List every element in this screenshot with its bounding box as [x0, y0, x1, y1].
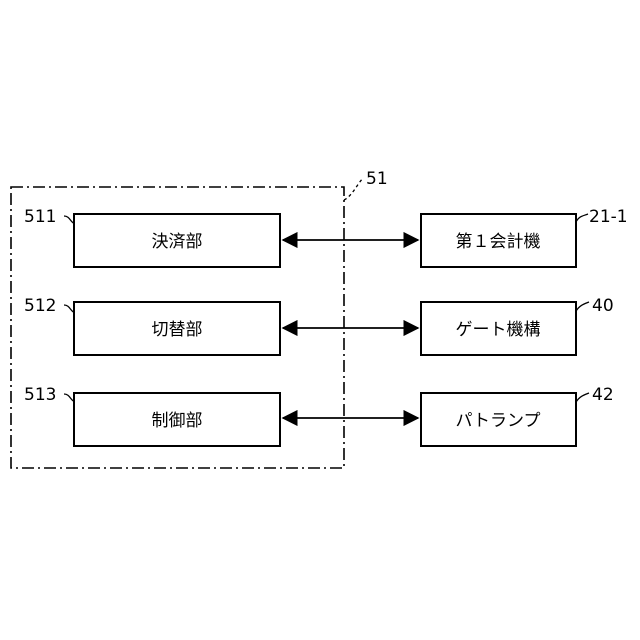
leader-40 — [576, 302, 589, 311]
group-ref-label: 51 — [366, 169, 388, 189]
ref-label-512: 512 — [24, 296, 56, 316]
ref-label-40: 40 — [592, 296, 614, 316]
ref-label-511: 511 — [24, 207, 56, 227]
block-first-register-label: 第１会計機 — [456, 232, 541, 252]
block-switch-unit-label: 切替部 — [152, 320, 203, 340]
block-patrol-lamp-label: パトランプ — [456, 411, 541, 431]
ref-label-42: 42 — [592, 385, 614, 405]
group-leader-line — [344, 178, 363, 200]
ref-label-513: 513 — [24, 385, 56, 405]
ref-label-21-1: 21-1 — [589, 207, 628, 227]
block-control-unit-label: 制御部 — [152, 411, 203, 431]
block-payment-unit-label: 決済部 — [152, 232, 203, 252]
block-gate-mechanism-label: ゲート機構 — [456, 320, 541, 340]
leader-21-1 — [576, 214, 588, 222]
leader-42 — [576, 393, 589, 402]
